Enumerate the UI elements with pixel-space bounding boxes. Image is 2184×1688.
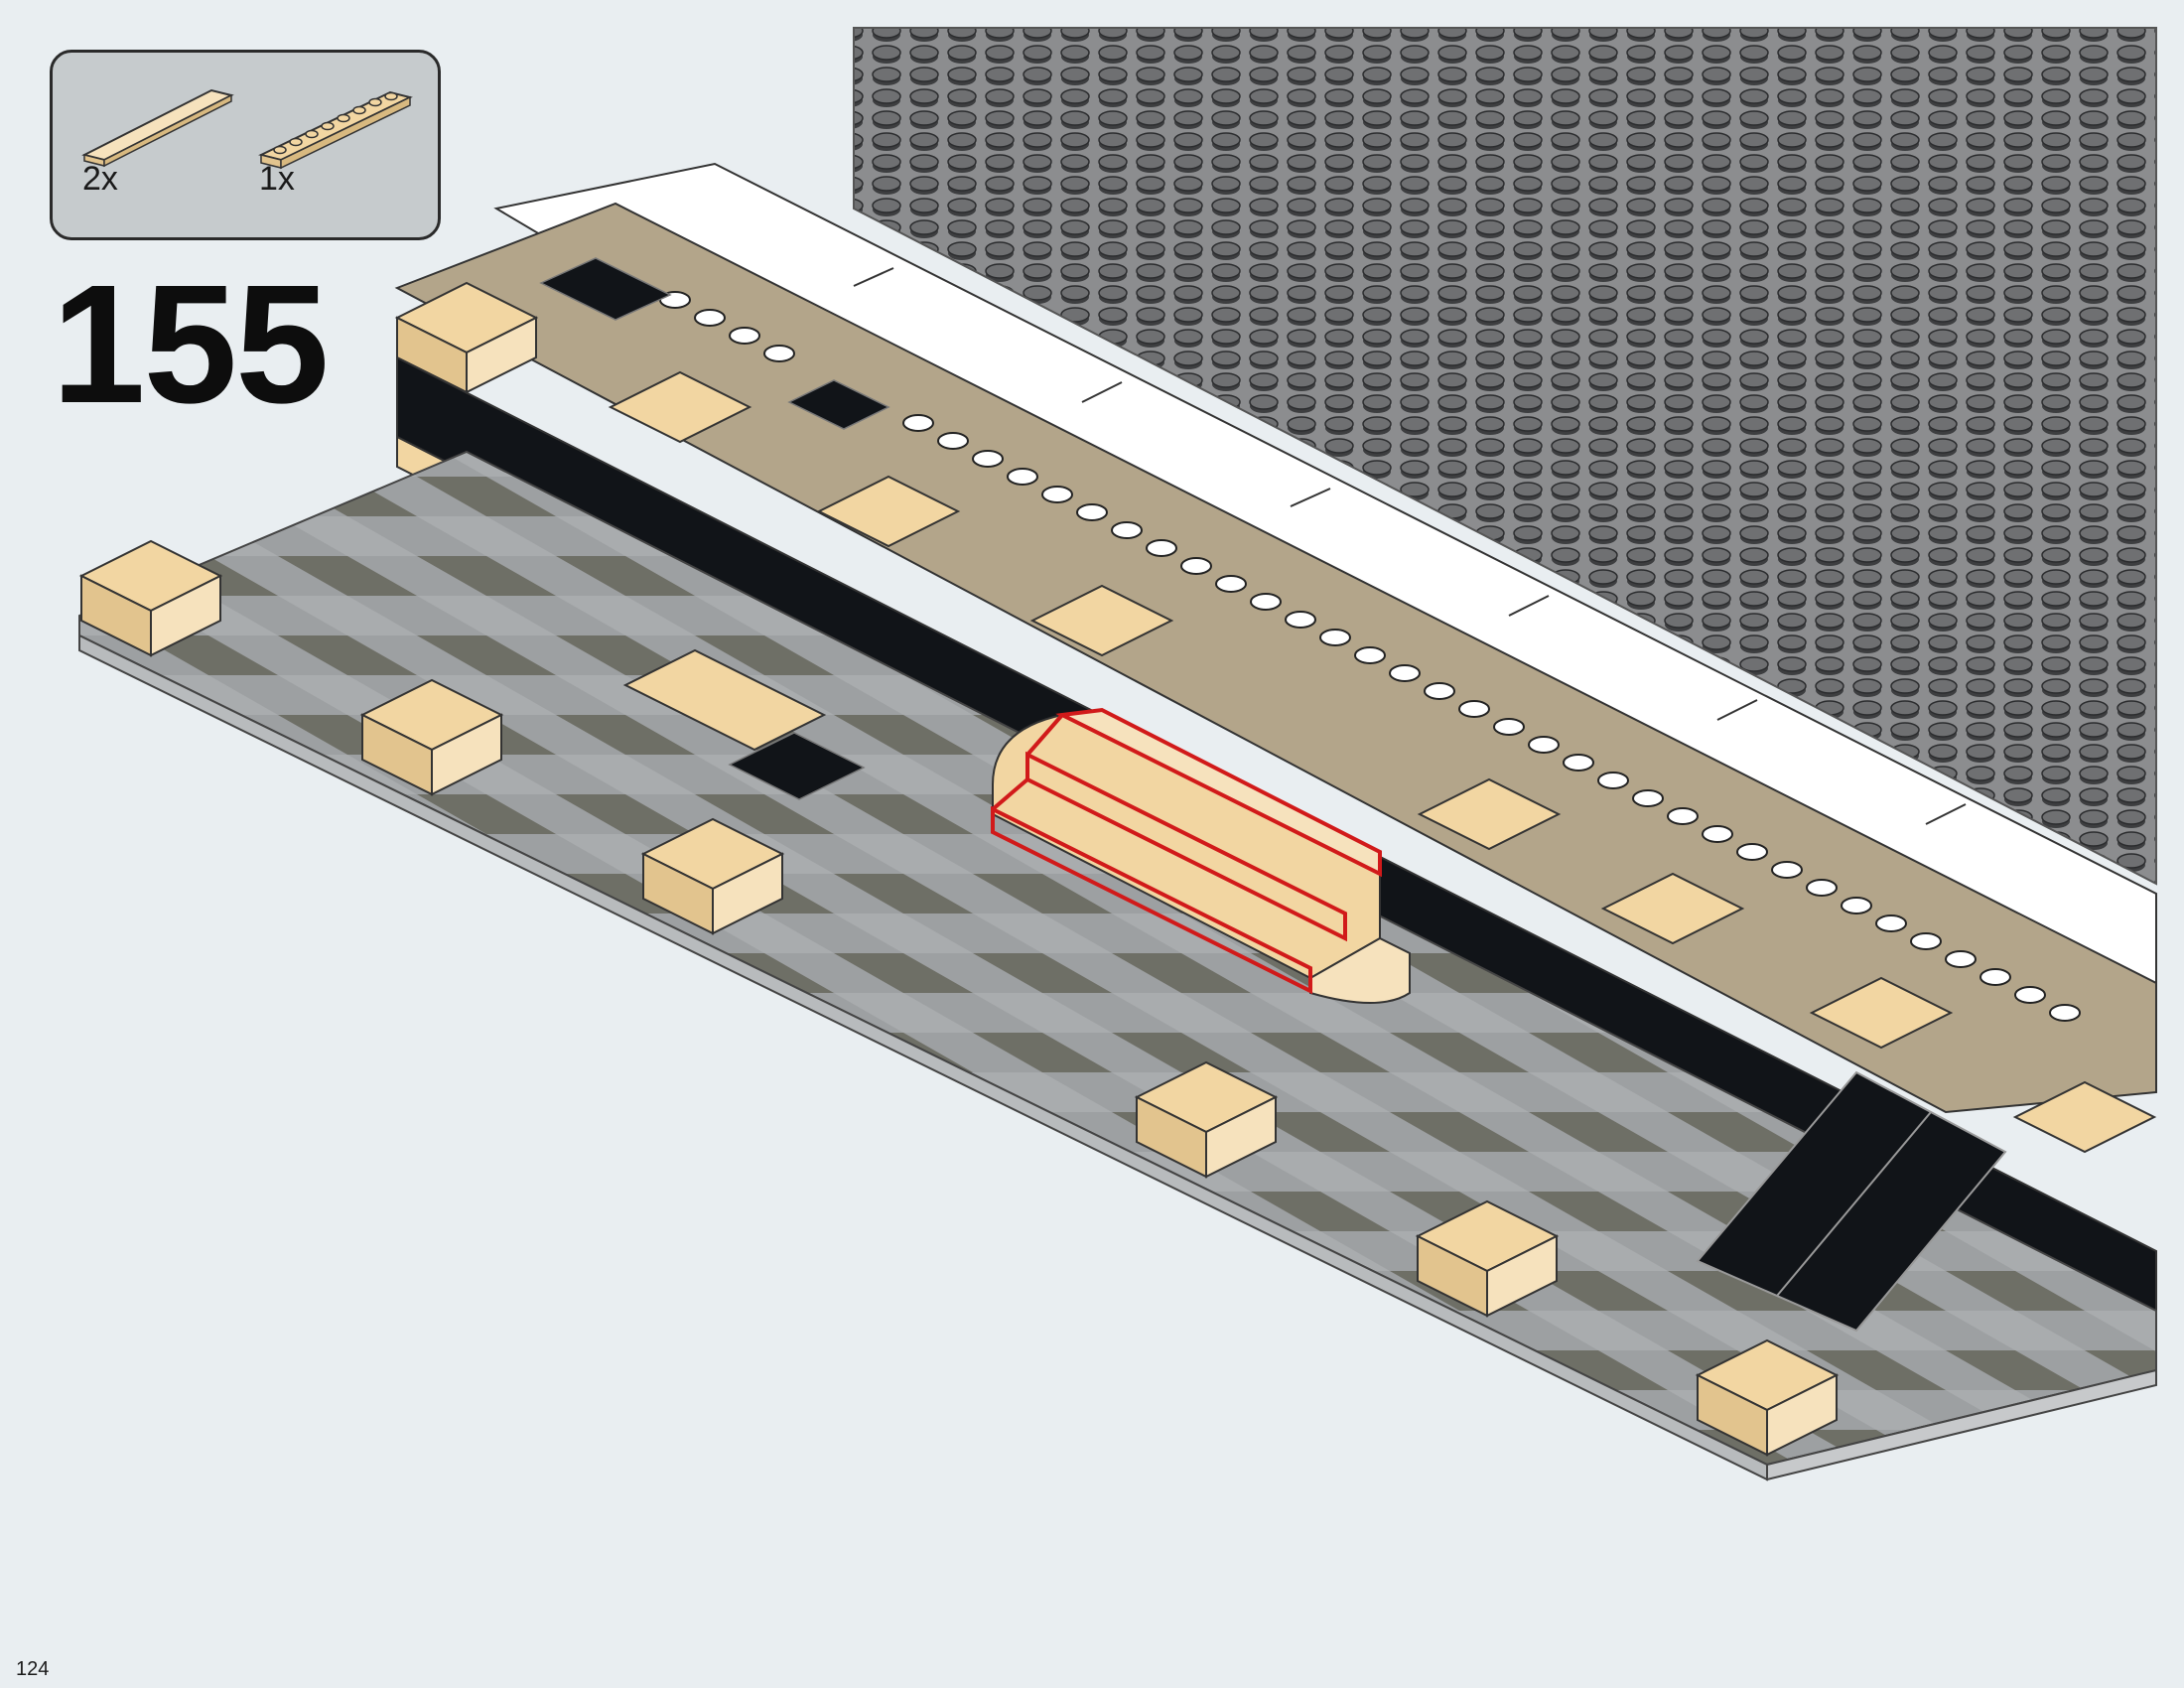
bench-new-parts (991, 707, 1411, 1004)
tan-wall-bricks (394, 281, 2157, 1154)
grey-baseplate (853, 27, 2157, 886)
tan-tile-1x8-icon (81, 88, 234, 168)
grey-tile-floor (78, 450, 2157, 1481)
tan-corner-bricks (78, 539, 1840, 1457)
dark-tan-band (394, 202, 2157, 1114)
black-ramp (1696, 1070, 2007, 1333)
tan-plate-1x8-icon (258, 90, 413, 170)
white-tile-studs (659, 291, 2081, 1022)
page-number: 124 (16, 1658, 50, 1680)
parts-list-box: 2x 1x (50, 50, 441, 240)
part-quantity-2: 1x (259, 160, 295, 198)
step-number: 155 (52, 250, 330, 439)
black-plates-top (539, 257, 890, 430)
floor-plates (622, 648, 866, 800)
part-quantity-1: 2x (82, 160, 118, 198)
